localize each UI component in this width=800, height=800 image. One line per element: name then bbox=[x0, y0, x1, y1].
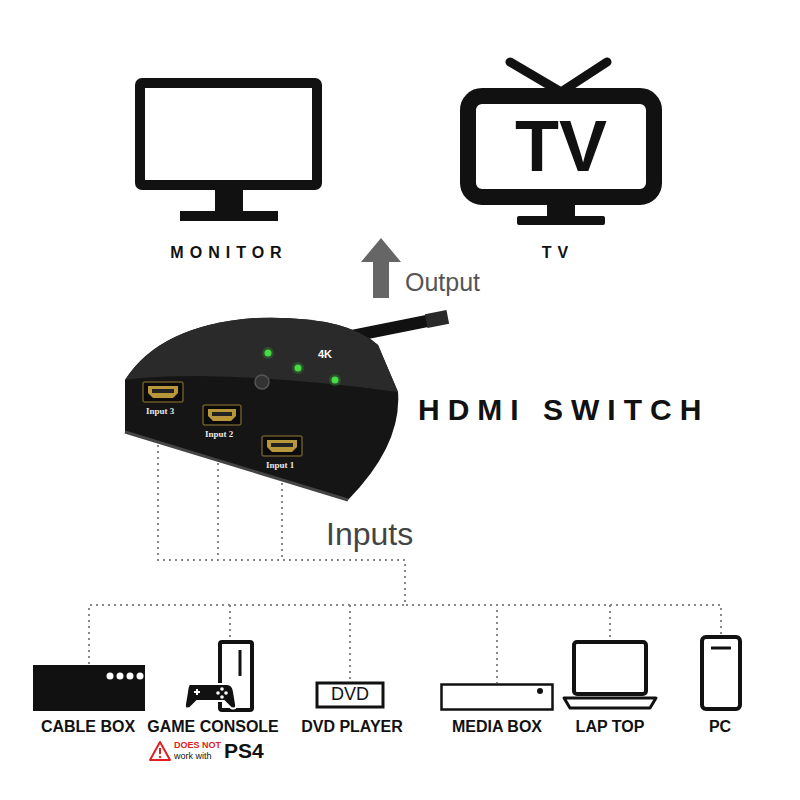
cable-box-node: CABLE BOX bbox=[33, 665, 145, 713]
hdmi-switch: HDMI SWITCH bbox=[120, 318, 410, 483]
tv-screen bbox=[468, 96, 654, 197]
warning-text: PS4 bbox=[224, 739, 264, 763]
status-led bbox=[332, 377, 339, 384]
laptop-node: LAP TOP bbox=[562, 640, 658, 710]
led-glow bbox=[329, 374, 341, 386]
gamepad-button bbox=[224, 691, 228, 695]
output-arrow bbox=[361, 238, 401, 298]
game-console-node: GAME CONSOLE bbox=[200, 640, 260, 712]
hdmi-port-pins bbox=[208, 409, 236, 421]
monitor-screen bbox=[140, 83, 317, 185]
inputs-label: Inputs bbox=[326, 516, 413, 553]
node-outline bbox=[120, 318, 410, 483]
input-wire bbox=[282, 483, 405, 681]
gamepad-button bbox=[220, 695, 224, 699]
hdmi-port bbox=[262, 436, 302, 456]
tv-base bbox=[517, 216, 605, 225]
tv-node: TVTV bbox=[455, 58, 667, 228]
monitor-base bbox=[180, 211, 278, 221]
input-wire bbox=[282, 483, 721, 634]
port-label: Input 1 bbox=[266, 460, 294, 470]
port-label: Input 3 bbox=[146, 406, 174, 416]
warning-text: work with bbox=[174, 751, 212, 761]
warning-icon bbox=[150, 742, 170, 760]
dvd-player-node: DVDDVD PLAYER bbox=[315, 681, 385, 709]
hdmi-port bbox=[203, 405, 241, 425]
switch-top bbox=[125, 318, 398, 392]
hdmi-port-pins bbox=[148, 386, 178, 398]
device-label: LAP TOP bbox=[576, 718, 645, 736]
node-outline bbox=[440, 683, 554, 711]
monitor-neck bbox=[215, 190, 243, 212]
pc-node: PC bbox=[699, 634, 743, 712]
resolution-badge: 4K bbox=[318, 348, 332, 361]
pc-slot bbox=[711, 647, 731, 650]
switch-body bbox=[125, 318, 398, 500]
hdmi-cable bbox=[352, 320, 432, 336]
cable-box-dot bbox=[117, 673, 124, 680]
device-label: GAME CONSOLE bbox=[147, 718, 279, 736]
tv-antenna bbox=[510, 62, 607, 92]
switch-title: HDMI SWITCH bbox=[418, 393, 709, 428]
hdmi-port-slot bbox=[212, 412, 232, 416]
tv-screen-text: TV bbox=[515, 110, 607, 182]
monitor-node: MONITOR bbox=[130, 74, 330, 224]
output-label: Output bbox=[405, 268, 480, 297]
device-label: TV bbox=[542, 244, 574, 262]
media-box-dot bbox=[537, 688, 543, 694]
led-glow bbox=[292, 362, 304, 374]
warning-text: DOES NOT bbox=[174, 740, 221, 750]
laptop-screen bbox=[574, 642, 646, 694]
hdmi-port-pins bbox=[267, 440, 297, 452]
switch-rim bbox=[125, 432, 348, 500]
node-outline bbox=[130, 74, 330, 224]
pc-tower bbox=[702, 637, 740, 709]
input-wire bbox=[217, 463, 219, 560]
device-label: MEDIA BOX bbox=[452, 718, 542, 736]
cable-box-dot bbox=[127, 673, 134, 680]
warning-mark bbox=[159, 748, 161, 754]
device-label: MONITOR bbox=[170, 244, 287, 262]
cable-box-dot bbox=[137, 673, 144, 680]
input-wire bbox=[282, 483, 497, 683]
dvd-icon bbox=[317, 683, 383, 707]
hdmi-port bbox=[143, 382, 183, 402]
gamepad-button bbox=[216, 691, 220, 695]
node-outline bbox=[33, 665, 145, 713]
gamepad-dpad bbox=[194, 689, 200, 695]
tv-stand bbox=[547, 204, 575, 218]
cable-box-icon bbox=[33, 665, 145, 711]
device-label: PC bbox=[709, 718, 731, 736]
hdmi-port-slot bbox=[271, 443, 293, 447]
warning-mark bbox=[159, 756, 161, 758]
media-box-node: MEDIA BOX bbox=[440, 683, 554, 711]
laptop-base bbox=[564, 698, 656, 708]
dvd-icon-text: DVD bbox=[331, 684, 369, 706]
port-label: Input 2 bbox=[205, 429, 233, 439]
switch-button bbox=[255, 375, 269, 389]
hdmi-plug bbox=[425, 310, 449, 328]
input-wire bbox=[89, 483, 405, 665]
status-led bbox=[295, 365, 302, 372]
device-label: DVD PLAYER bbox=[301, 718, 403, 736]
hdmi-port-slot bbox=[152, 389, 174, 393]
gamepad-button bbox=[220, 687, 224, 691]
node-outline bbox=[562, 640, 658, 710]
device-label: CABLE BOX bbox=[41, 718, 135, 736]
console-slot bbox=[239, 650, 242, 676]
cable-box-dot bbox=[107, 673, 114, 680]
input-wire bbox=[282, 483, 610, 640]
node-outline bbox=[200, 640, 260, 712]
gamepad-icon bbox=[185, 684, 236, 709]
status-led bbox=[265, 350, 272, 357]
led-glow bbox=[262, 347, 274, 359]
node-outline bbox=[699, 634, 743, 712]
media-box-icon bbox=[442, 685, 553, 710]
input-wire bbox=[230, 483, 405, 640]
